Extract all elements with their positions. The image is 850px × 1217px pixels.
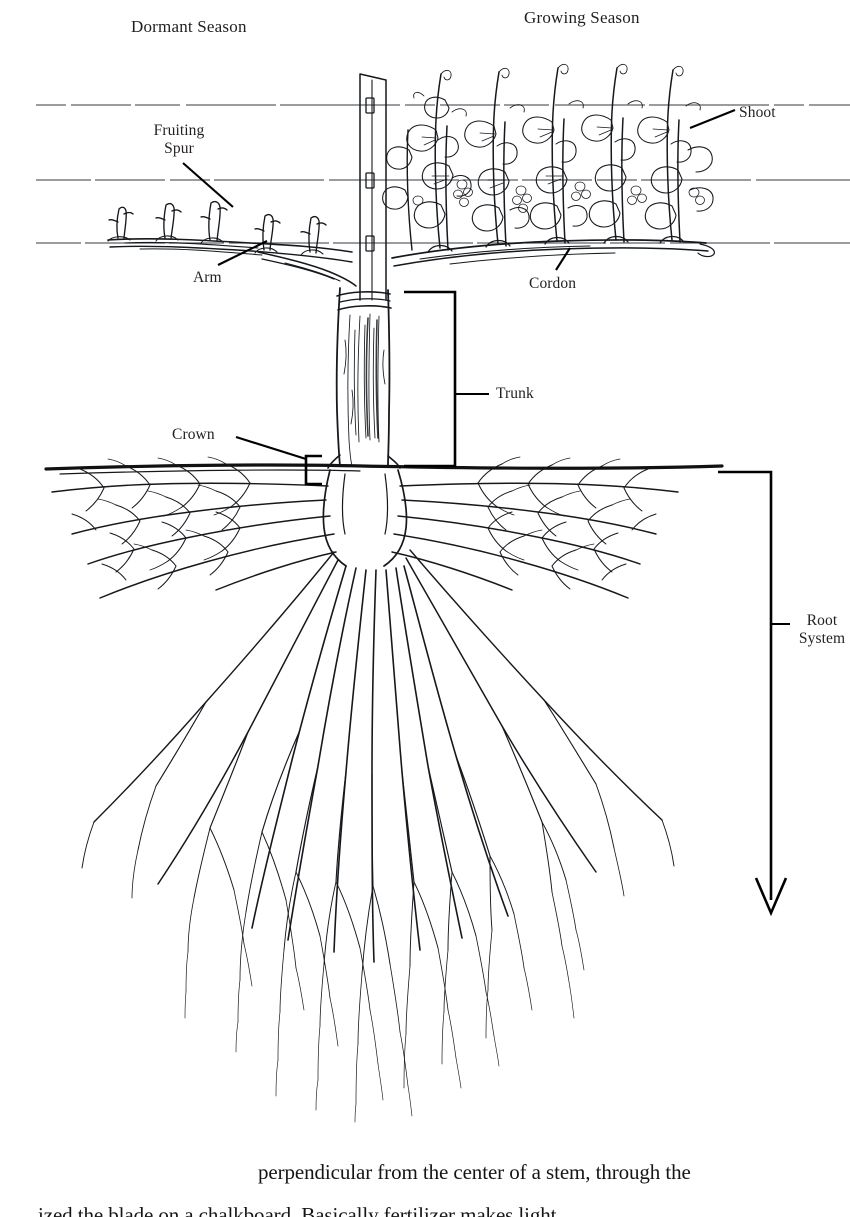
label-root-system: Root System bbox=[794, 612, 850, 649]
header-growing-season: Growing Season bbox=[524, 8, 640, 27]
body-text-line-2: ized the blade on a chalkboard. Basicall… bbox=[38, 1203, 557, 1217]
label-cordon: Cordon bbox=[529, 275, 577, 292]
root-system-arrowhead bbox=[754, 877, 788, 917]
root-system bbox=[51, 456, 679, 1123]
trunk-bracket bbox=[404, 290, 457, 468]
label-crown: Crown bbox=[172, 426, 215, 443]
dormant-cordon-arm bbox=[107, 200, 357, 287]
label-trunk: Trunk bbox=[496, 385, 534, 402]
trellis-post bbox=[359, 73, 387, 301]
trunk bbox=[327, 287, 401, 469]
body-text-line-1: perpendicular from the center of a stem,… bbox=[258, 1160, 691, 1184]
crown-leader bbox=[235, 435, 307, 461]
growing-cordon bbox=[391, 235, 715, 267]
label-root-system-line2: System bbox=[798, 630, 846, 648]
cordon-leader bbox=[555, 247, 571, 271]
shoot-leader bbox=[689, 109, 736, 129]
crown-bracket bbox=[304, 454, 322, 486]
soil-line bbox=[44, 463, 724, 475]
label-shoot: Shoot bbox=[739, 104, 776, 121]
arm-leader bbox=[217, 240, 268, 266]
header-dormant-season: Dormant Season bbox=[131, 17, 247, 36]
label-fruiting-spur-line2: Spur bbox=[164, 140, 194, 158]
shoots-foliage bbox=[382, 63, 714, 251]
fruiting-spur-leader bbox=[182, 162, 234, 208]
label-arm: Arm bbox=[193, 269, 222, 286]
label-fruiting-spur: Fruiting Spur bbox=[120, 122, 238, 159]
label-root-system-line1: Root bbox=[806, 612, 838, 629]
root-system-arrow bbox=[718, 470, 773, 900]
label-fruiting-spur-line1: Fruiting bbox=[153, 122, 205, 139]
callout-lines bbox=[182, 109, 790, 917]
